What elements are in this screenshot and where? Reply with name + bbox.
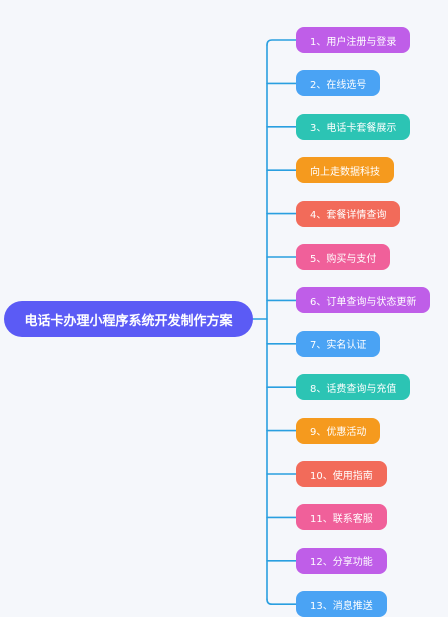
root-node[interactable]: 电话卡办理小程序系统开发制作方案	[4, 301, 253, 337]
branch-node-9[interactable]: 8、话费查询与充值	[296, 374, 411, 401]
branch-node-13[interactable]: 12、分享功能	[296, 547, 387, 574]
branch-node-11[interactable]: 10、使用指南	[296, 461, 387, 487]
branch-node-2[interactable]: 2、在线选号	[296, 70, 381, 97]
branch-node-14[interactable]: 13、消息推送	[296, 591, 387, 617]
branch-node-4[interactable]: 向上走数据科技	[296, 157, 394, 184]
branch-node-12[interactable]: 11、联系客服	[296, 504, 387, 531]
branch-node-6[interactable]: 5、购买与支付	[296, 244, 391, 270]
branch-connector-1	[266, 39, 297, 46]
branch-node-8[interactable]: 7、实名认证	[296, 330, 381, 357]
branch-node-1[interactable]: 1、用户注册与登录	[296, 27, 411, 53]
branch-node-10[interactable]: 9、优惠活动	[296, 417, 381, 444]
branch-connector-14	[266, 598, 297, 605]
branch-node-3[interactable]: 3、电话卡套餐展示	[296, 113, 411, 140]
branch-node-5[interactable]: 4、套餐详情查询	[296, 200, 401, 227]
branch-node-7[interactable]: 6、订单查询与状态更新	[296, 287, 431, 314]
